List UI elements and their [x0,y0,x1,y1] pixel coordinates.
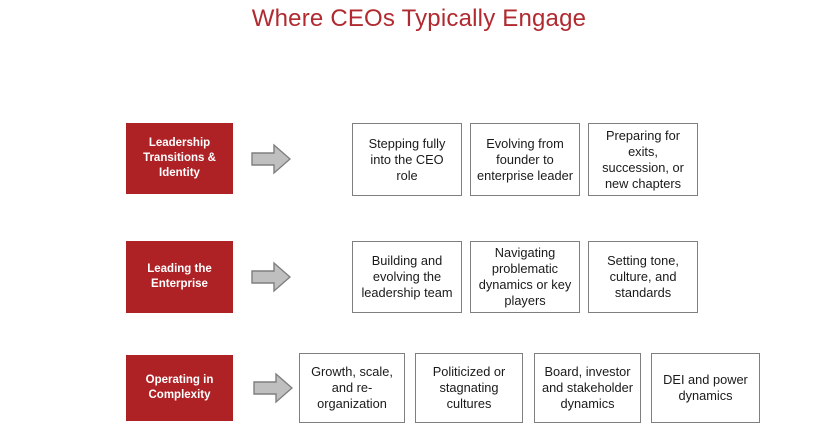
category-label-text: Leading the Enterprise [147,263,212,290]
page-title: Where CEOs Typically Engage [251,5,587,32]
category-label-operating-in-complexity: Operating in Complexity [126,355,233,421]
item-box[interactable]: Preparing for exits, succession, or new … [588,123,698,196]
item-box[interactable]: Navigating problematic dynamics or key p… [470,241,580,313]
item-box-text: Setting tone, culture, and standards [607,253,679,300]
item-box-text: Stepping fully into the CEO role [368,135,446,183]
item-box[interactable]: Evolving from founder to enterprise lead… [470,123,580,196]
right-arrow-icon [251,261,291,293]
item-box-text: Building and evolving the leadership tea… [361,253,453,300]
item-box[interactable]: Setting tone, culture, and standards [588,241,698,313]
category-label-text: Operating in Complexity [145,374,214,401]
item-box[interactable]: Politicized or stagnating cultures [415,353,523,423]
item-box-text: Growth, scale, and re-organization [311,364,393,411]
right-arrow-icon [253,372,293,404]
item-box-text: Evolving from founder to enterprise lead… [476,135,574,183]
item-box[interactable]: Growth, scale, and re-organization [299,353,405,423]
item-box[interactable]: Building and evolving the leadership tea… [352,241,462,313]
category-label-leading-the-enterprise: Leading the Enterprise [126,241,233,313]
item-box[interactable]: Board, investor and stakeholder dynamics [534,353,641,423]
category-label-text: Leadership Transitions & Identity [143,137,216,179]
right-arrow-icon [251,143,291,175]
item-box-text: Politicized or stagnating cultures [432,364,506,411]
item-box[interactable]: Stepping fully into the CEO role [352,123,462,196]
item-box-text: DEI and power dynamics [663,372,748,403]
item-box-text: Board, investor and stakeholder dynamics [541,364,634,411]
item-box[interactable]: DEI and power dynamics [651,353,760,423]
category-label-leadership-transitions: Leadership Transitions & Identity [126,123,233,194]
item-box-text: Navigating problematic dynamics or key p… [478,245,572,308]
item-box-text: Preparing for exits, succession, or new … [602,127,684,191]
